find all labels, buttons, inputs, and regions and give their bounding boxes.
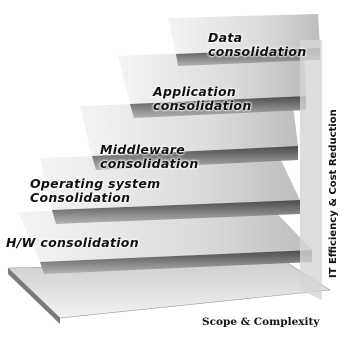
stair-side-shadow <box>300 40 322 300</box>
step-label-hw: H/W consolidation <box>6 236 139 250</box>
step-label-os-line2: Consolidation <box>30 190 131 205</box>
step-5-face <box>176 48 320 66</box>
step-1-face <box>40 250 312 274</box>
step-label-middleware-line2: consolidation <box>100 156 199 171</box>
step-5-top <box>168 14 320 54</box>
step-label-data-line2: consolidation <box>208 44 307 59</box>
step-3-face <box>92 146 298 170</box>
step-label-middleware-line1: Middleware <box>100 142 186 157</box>
step-label-hw-line1: H/W consolidation <box>6 235 139 250</box>
step-label-os-line1: Operating system <box>30 176 161 191</box>
step-label-application-line2: consolidation <box>153 98 252 113</box>
step-base-edge <box>8 268 60 324</box>
step-2-face <box>52 200 300 224</box>
x-axis-label: Scope & Complexity <box>202 316 320 328</box>
step-label-data: Data consolidation <box>208 31 307 59</box>
step-label-data-line1: Data <box>208 30 243 45</box>
step-label-application-line1: Application <box>153 84 237 99</box>
step-label-application: Application consolidation <box>153 85 252 113</box>
step-label-middleware: Middleware consolidation <box>100 143 199 171</box>
step-4-face <box>130 96 306 118</box>
y-axis-label: IT Efficiency & Cost Reduction <box>328 109 339 278</box>
step-label-os: Operating system Consolidation <box>30 177 160 205</box>
